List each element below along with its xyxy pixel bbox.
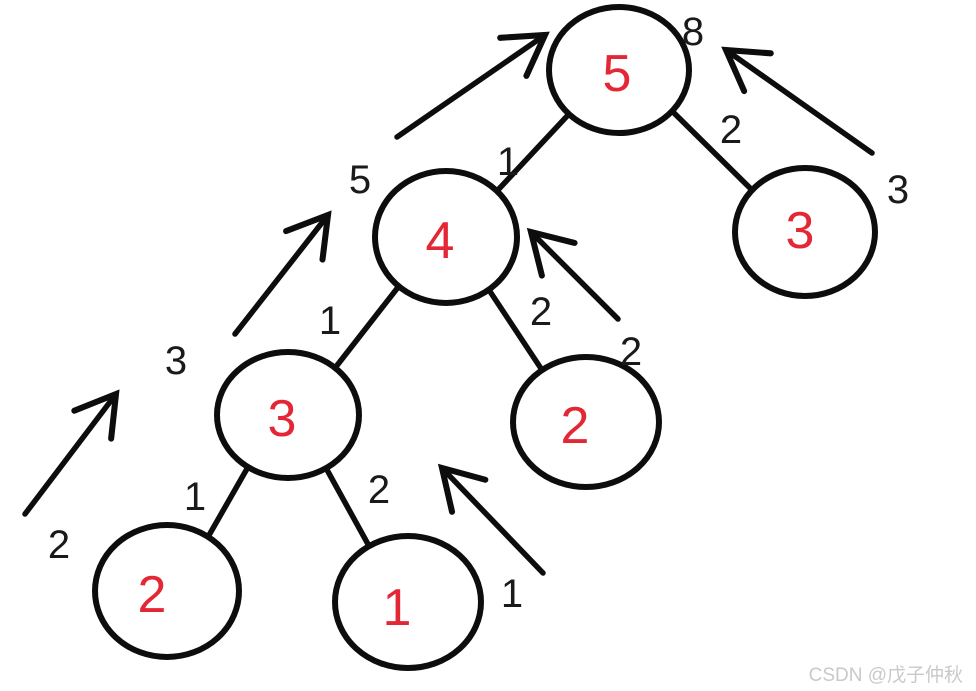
node-2-left-value: 2 (138, 566, 167, 624)
edge-label-3-right: 2 (368, 468, 390, 512)
edge-4-right (486, 287, 545, 373)
propagation-arrows (22, 31, 875, 576)
node-1-circle (332, 533, 484, 671)
edge-label-4-left: 1 (319, 299, 341, 343)
arrow-from-node-1-icon (437, 463, 546, 576)
node-3-left-value: 3 (268, 390, 297, 448)
annotation-root-sum: 8 (682, 10, 704, 54)
arrow-to-node-3-icon (22, 389, 120, 517)
annotation-labels: 8 5 3 3 2 2 1 (48, 10, 909, 616)
node-4-circle (372, 168, 520, 306)
edge-labels: 1 2 1 2 1 2 (184, 108, 742, 519)
node-1-value: 1 (383, 579, 412, 637)
edge-label-root-left: 1 (497, 140, 519, 184)
annotation-arrow-root-left: 5 (349, 158, 371, 202)
edge-label-3-left: 1 (184, 475, 206, 519)
arrow-to-root-from-left-icon (394, 31, 550, 140)
node-2-right-circle (510, 354, 662, 490)
node-4-value: 4 (426, 212, 455, 270)
annotation-arrow-root-right: 3 (887, 168, 909, 212)
node-root-value: 5 (603, 45, 632, 103)
annotation-arrow-node-4: 3 (165, 339, 187, 383)
annotation-arrow-node-2r: 2 (620, 330, 642, 374)
edge-4-left (332, 283, 402, 371)
node-3-left-circle (214, 349, 362, 481)
edge-label-root-right: 2 (720, 108, 742, 152)
edge-3-right (323, 465, 372, 549)
tree-nodes: 5 4 3 3 2 2 1 (92, 4, 878, 671)
edge-3-left (205, 464, 251, 540)
arrow-to-root-from-right-icon (721, 46, 875, 156)
annotation-arrow-node-3: 2 (48, 523, 70, 567)
node-3-right-circle (732, 165, 878, 299)
node-2-left-circle (92, 522, 242, 660)
watermark: CSDN @戊子仲秋 (809, 664, 963, 686)
arrow-to-node-4-from-right-icon (526, 227, 621, 322)
arrow-to-node-4-icon (232, 210, 332, 337)
edge-label-4-right: 2 (530, 290, 552, 334)
node-root-circle (546, 4, 692, 136)
annotation-arrow-node-1: 1 (501, 572, 523, 616)
node-3-right-value: 3 (786, 202, 815, 260)
edge-root-right (669, 108, 755, 193)
node-2-right-value: 2 (561, 397, 590, 455)
edge-root-left (494, 111, 572, 194)
tree-edges (205, 108, 755, 549)
